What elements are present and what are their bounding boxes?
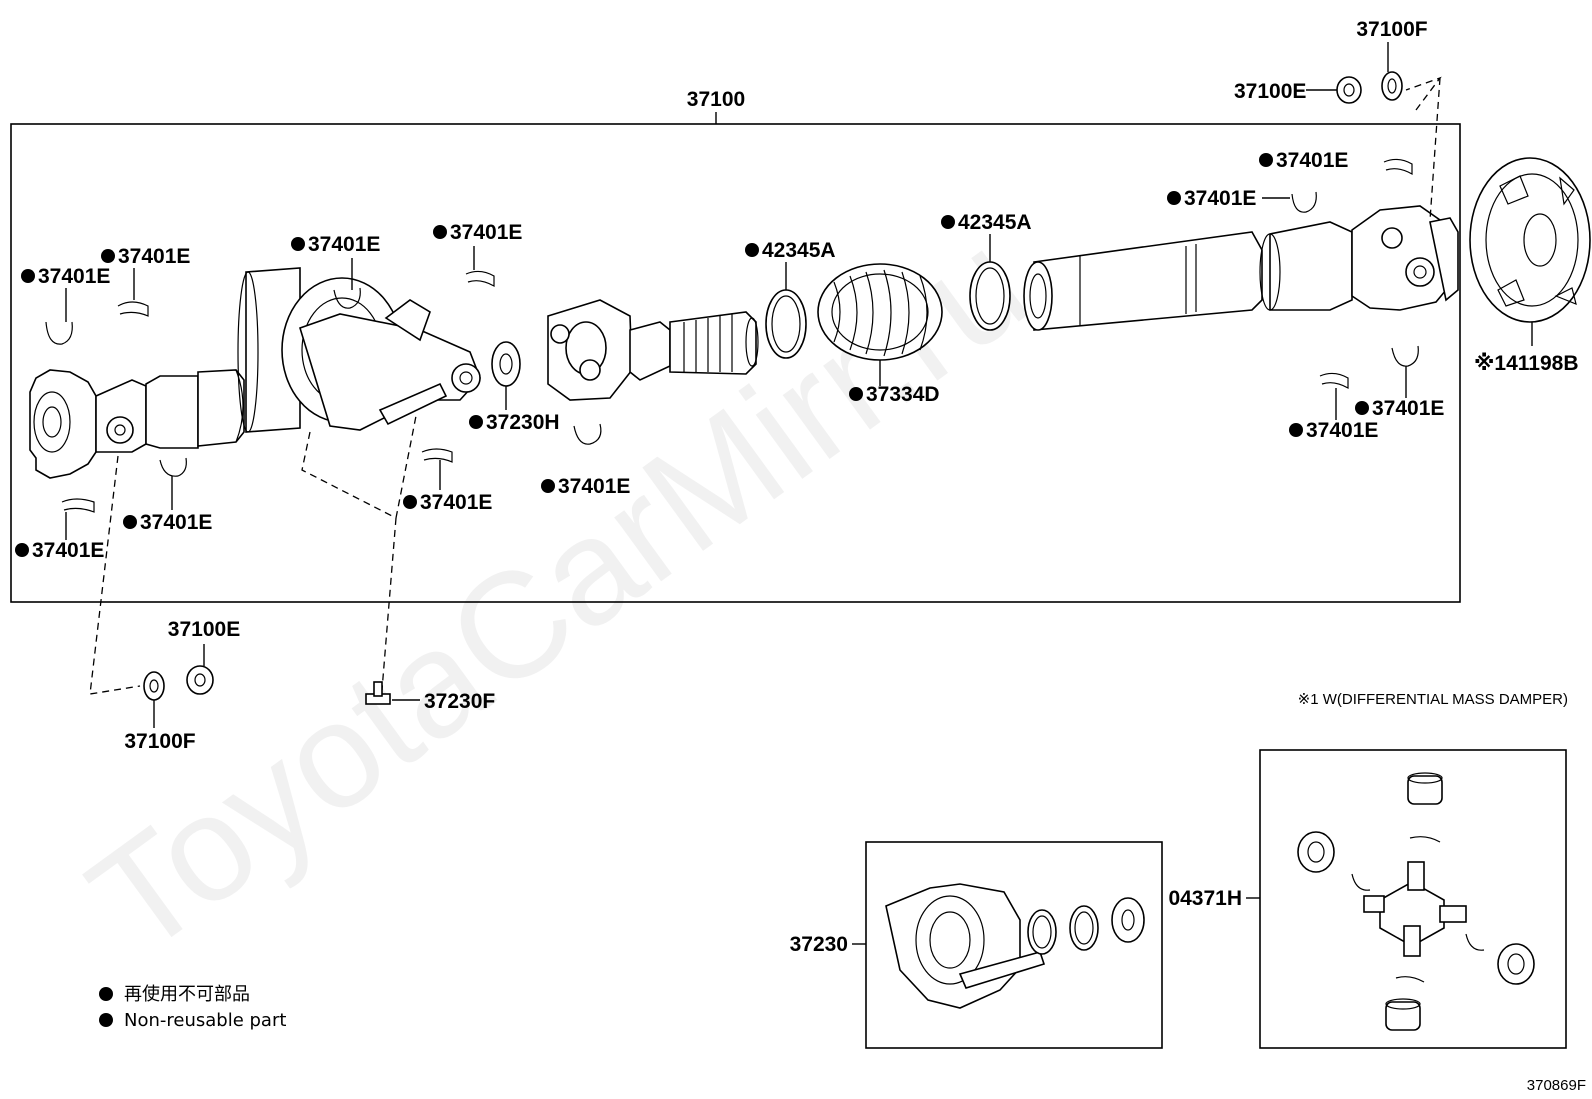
leader-lines: [65, 42, 1407, 728]
label-37401E-k: 37401E: [123, 511, 212, 534]
label-37401E-e: 37401E: [291, 233, 380, 256]
svg-text:37334D: 37334D: [866, 383, 940, 406]
figure-id: 370869F: [1527, 1077, 1586, 1094]
label-37401E-f: 37401E: [433, 221, 522, 244]
label-37401E-l: 37401E: [15, 539, 104, 562]
svg-text:37230H: 37230H: [486, 411, 560, 434]
label-37100E-top: 37100E: [1234, 80, 1306, 103]
label-37334D: 37334D: [849, 383, 940, 406]
middle-universal-joint: [547, 299, 759, 401]
spider-kit-box: [1259, 749, 1567, 1049]
bearing-seal: [491, 341, 521, 387]
svg-text:37401E: 37401E: [308, 233, 380, 256]
label-37401E-a: 37401E: [1259, 149, 1348, 172]
svg-text:37401E: 37401E: [1306, 419, 1378, 442]
svg-text:37401E: 37401E: [558, 475, 630, 498]
label-42345A-right: 42345A: [941, 211, 1032, 234]
label-37100F-top: 37100F: [1356, 18, 1427, 41]
label-37230H: 37230H: [469, 411, 560, 434]
legend-jp: 再使用不可部品: [124, 984, 250, 1005]
label-37100E-bottom: 37100E: [168, 618, 240, 641]
label-37100: 37100: [687, 88, 745, 111]
boot-clamp-right: [969, 261, 1011, 331]
svg-text:37401E: 37401E: [1276, 149, 1348, 172]
center-bearing-section: [237, 267, 481, 433]
label-37401E-j: 37401E: [541, 475, 630, 498]
svg-text:37401E: 37401E: [420, 491, 492, 514]
spider-kit-detail: [1297, 772, 1535, 1031]
boot-clamp-left: [765, 289, 807, 359]
label-37401E-d: 37401E: [21, 265, 110, 288]
svg-text:42345A: 42345A: [762, 239, 836, 262]
label-37401E-b: 37401E: [1167, 187, 1256, 210]
label-37401E-g: 37401E: [1355, 397, 1444, 420]
top-nut-washer: [1336, 71, 1403, 104]
center-bearing-detail: [885, 883, 1145, 1009]
mass-damper: [1469, 157, 1591, 346]
label-37100F-bottom: 37100F: [124, 730, 195, 753]
front-flange-yoke: [29, 369, 245, 479]
svg-text:37401E: 37401E: [140, 511, 212, 534]
label-37401E-h: 37401E: [1289, 419, 1378, 442]
label-41198B: ※141198B: [1474, 352, 1579, 375]
bottom-nut-washer: [143, 665, 214, 701]
legend: 再使用不可部品 Non-reusable part: [99, 984, 286, 1031]
center-bearing-box: [865, 841, 1163, 1049]
label-37401E-c: 37401E: [101, 245, 190, 268]
svg-text:37401E: 37401E: [450, 221, 522, 244]
svg-text:37401E: 37401E: [1372, 397, 1444, 420]
mounting-bolt: [365, 681, 391, 705]
label-37401E-i: 37401E: [403, 491, 492, 514]
svg-text:37401E: 37401E: [1184, 187, 1256, 210]
svg-text:37401E: 37401E: [118, 245, 190, 268]
snap-rings: [45, 158, 1419, 513]
rear-shaft-tube: [1023, 221, 1353, 331]
svg-text:37401E: 37401E: [32, 539, 104, 562]
rear-flange-yoke: [1351, 205, 1459, 311]
label-37230: 37230: [790, 933, 848, 956]
svg-text:37401E: 37401E: [38, 265, 110, 288]
assembly-frame: [10, 123, 1461, 603]
footnote: ※1 W(DIFFERENTIAL MASS DAMPER): [1298, 691, 1568, 708]
svg-text:42345A: 42345A: [958, 211, 1032, 234]
legend-en: Non-reusable part: [124, 1010, 286, 1031]
label-37230F: 37230F: [424, 690, 495, 713]
dust-boot: [817, 263, 943, 361]
label-04371H: 04371H: [1168, 887, 1242, 910]
label-42345A-left: 42345A: [745, 239, 836, 262]
